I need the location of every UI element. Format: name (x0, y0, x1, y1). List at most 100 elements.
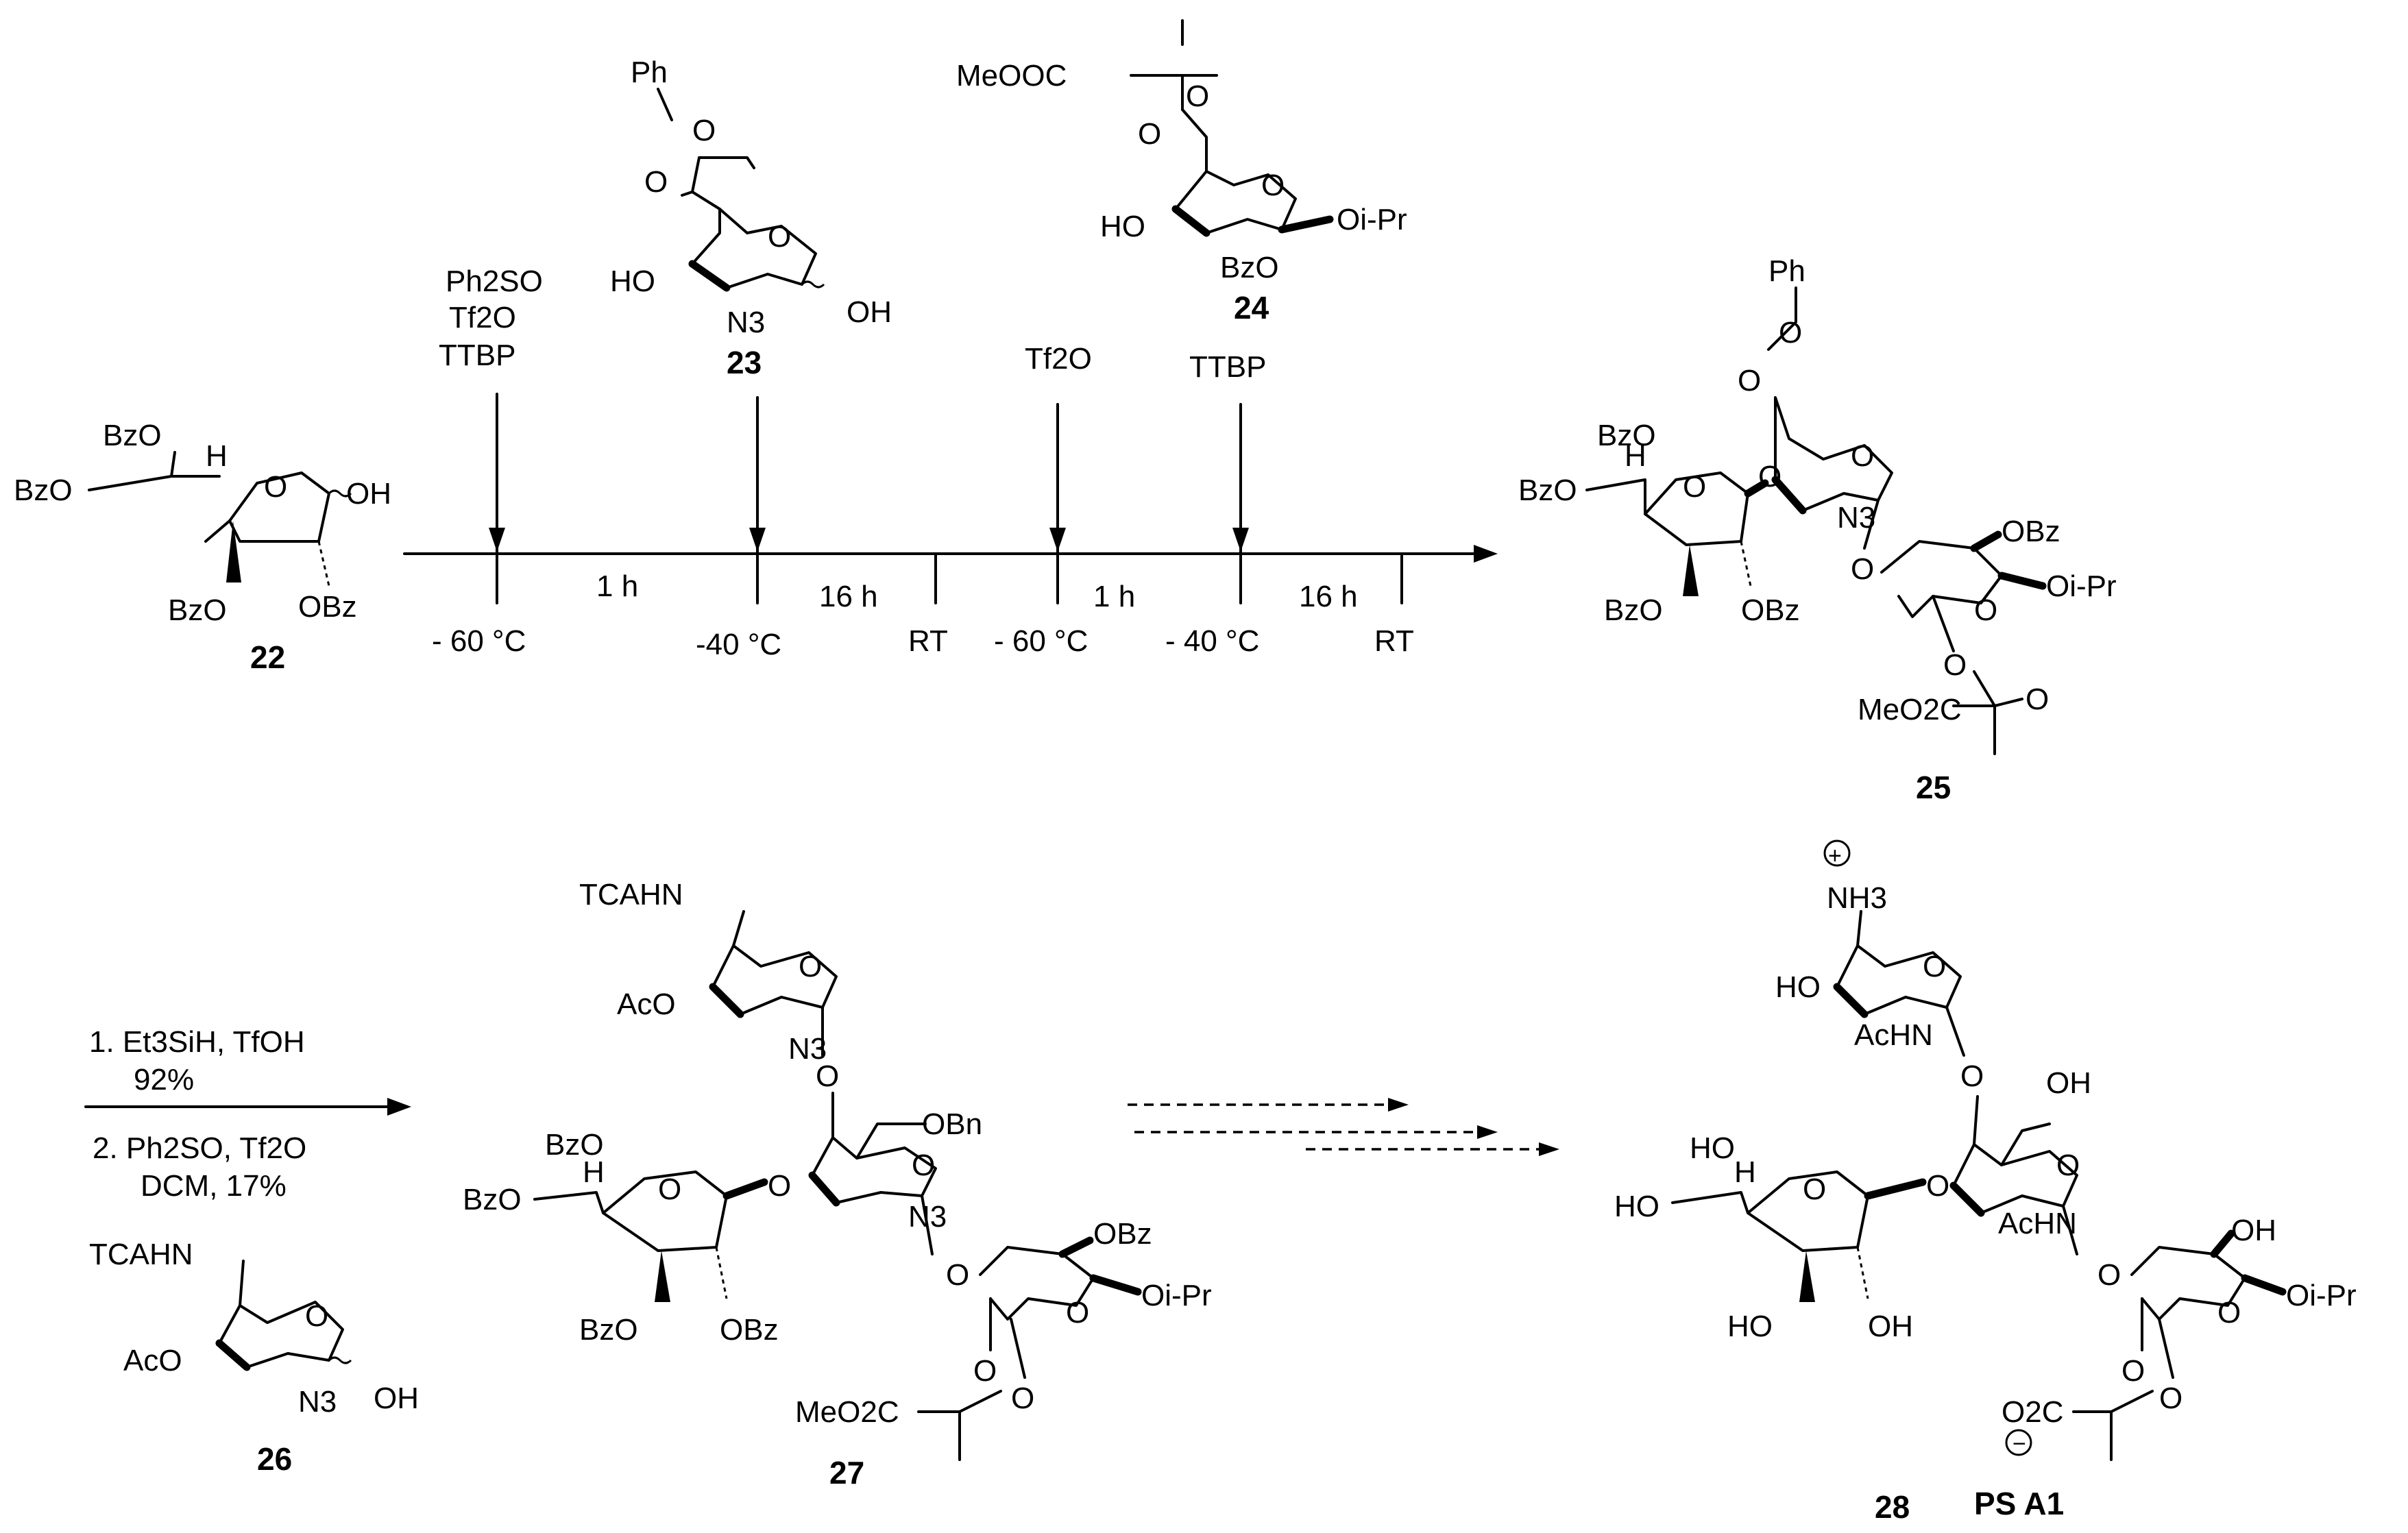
c22-ring-o: O (264, 470, 287, 504)
c22-h: H (206, 439, 228, 473)
c28-h: H (1734, 1155, 1756, 1189)
c28-o-ring-low: O (2217, 1296, 2241, 1329)
c24-o-ring: O (1261, 169, 1285, 202)
c28-nh3: NH3 (1827, 881, 1887, 915)
c28-achn-top: AcHN (1854, 1018, 1933, 1052)
step2-reagents: 2. Ph2SO, Tf2O (93, 1131, 306, 1165)
c24-oipr: Oi-Pr (1337, 203, 1407, 236)
reagent-ttbp-2: TTBP (1189, 350, 1266, 384)
c27-o-acetal-2: O (1011, 1382, 1034, 1415)
reagent-tf2o-1: Tf2O (449, 301, 516, 334)
c22-bzo-bottom: BzO (168, 593, 227, 627)
c27-meo2c: MeO2C (795, 1395, 899, 1429)
c28-o-furan: O (1803, 1173, 1826, 1206)
reagent-ph2so: Ph2SO (446, 265, 543, 298)
step1-reagents: 1. Et3SiH, TfOH (89, 1025, 305, 1059)
c27-oipr: Oi-Pr (1141, 1279, 1212, 1312)
c27-o-ring-mid: O (912, 1149, 935, 1182)
c27-bzo-left: BzO (463, 1183, 522, 1216)
reagent-tf2o-2: Tf2O (1025, 342, 1092, 376)
c26-oh: OH (374, 1382, 419, 1415)
compound-24: MeOOC O O O HO BzO Oi-Pr 24 (956, 19, 1407, 326)
c27-o-link3: O (946, 1258, 969, 1292)
temp-3: RT (908, 624, 948, 658)
duration-3: 1 h (1093, 580, 1135, 613)
reagent-ttbp-1: TTBP (439, 339, 515, 372)
c22-obz-bottom: OBz (298, 590, 357, 624)
c28-o-acetal-2: O (2159, 1382, 2182, 1415)
c28-ho-top-left: HO (1690, 1131, 1735, 1165)
c27-bzo-top: BzO (545, 1128, 604, 1162)
c25-o-link2: O (1851, 552, 1874, 586)
c23-ph: Ph (631, 56, 668, 89)
compound-28: + NH3 O HO AcHN O OH O HO HO H O O AcHN … (1614, 839, 2357, 1525)
compound-25: Ph O O O BzO BzO H O O N3 BzO OBz O OBz … (1518, 254, 2117, 805)
c26-o-ring: O (305, 1299, 328, 1333)
step2-solvent: DCM, 17% (141, 1169, 287, 1203)
duration-1: 1 h (596, 569, 638, 603)
c28-oh-ch2: OH (2046, 1066, 2091, 1100)
timeline: Ph2SO Tf2O TTBP Tf2O TTBP - 60 °C -40 °C… (403, 265, 1498, 661)
c28-oh-right: OH (2231, 1214, 2276, 1247)
c25-o-furan: O (1683, 470, 1706, 504)
c28-ho-left: HO (1614, 1190, 1659, 1223)
c25-o-ring-2: O (1974, 593, 1997, 627)
c24-ho: HO (1100, 210, 1145, 243)
c27-o-link2: O (768, 1169, 791, 1203)
c25-o-ring-top: O (1851, 439, 1874, 473)
c23-oh: OH (847, 295, 892, 329)
c22-bzo-top: BzO (103, 419, 162, 452)
compound-26: TCAHN O AcO N3 OH 26 (89, 1238, 419, 1477)
c26-tcahn: TCAHN (89, 1238, 193, 1271)
c28-o-link1: O (1960, 1059, 1984, 1093)
c23-o-2: O (644, 165, 668, 199)
c28-minus: − (2012, 1431, 2026, 1457)
c27-o-ring-low: O (1066, 1296, 1089, 1329)
duration-2: 16 h (819, 580, 878, 613)
c27-obz-bottom: OBz (720, 1313, 779, 1347)
c22-oh: OH (346, 477, 391, 511)
temp-2: -40 °C (696, 628, 781, 661)
c27-label: 27 (829, 1455, 864, 1491)
c27-obz-right: OBz (1093, 1217, 1152, 1251)
compound-23: Ph O O O HO N3 OH 23 (610, 56, 892, 380)
c25-obz-right: OBz (2002, 515, 2060, 548)
c27-o-acetal-1: O (973, 1354, 997, 1388)
c28-oh-bottom: OH (1868, 1310, 1913, 1343)
c25-oipr: Oi-Pr (2046, 569, 2117, 603)
c27-h: H (583, 1155, 605, 1189)
c26-label: 26 (257, 1441, 292, 1477)
compound-22: BzO BzO H O OH BzO OBz 22 (14, 419, 391, 675)
c23-o-ring: O (768, 220, 791, 254)
c28-o-ring-mid: O (2056, 1149, 2080, 1182)
c25-bzo-left: BzO (1518, 474, 1577, 507)
c27-obn: OBn (922, 1107, 982, 1141)
c27-tcahn: TCAHN (579, 878, 683, 911)
temp-1: - 60 °C (432, 624, 526, 658)
c28-label: 28 (1875, 1489, 1910, 1525)
c23-o-1: O (692, 114, 716, 147)
c28-plus: + (1828, 843, 1842, 869)
temp-5: - 40 °C (1165, 624, 1259, 658)
duration-4: 16 h (1299, 580, 1358, 613)
c25-o-1: O (1779, 316, 1802, 349)
c28-o-acetal-1: O (2121, 1354, 2145, 1388)
c28-o-link2: O (1926, 1169, 1949, 1203)
c28-oipr: Oi-Pr (2286, 1279, 2357, 1312)
c28-ho-bottom: HO (1727, 1310, 1773, 1343)
c27-n3: N3 (788, 1032, 827, 1066)
c25-ph: Ph (1768, 254, 1805, 288)
c25-bzo-top: BzO (1597, 419, 1656, 452)
c24-o-1: O (1186, 79, 1209, 113)
c28-name: PS A1 (1974, 1486, 2064, 1521)
c23-n3: N3 (727, 306, 765, 339)
step1-yield: 92% (134, 1063, 194, 1096)
temp-4: - 60 °C (994, 624, 1088, 658)
c28-o-ring-top: O (1923, 950, 1946, 983)
c27-bzo-bottom: BzO (579, 1313, 638, 1347)
c28-o-link3: O (2097, 1258, 2121, 1292)
multistep-arrows (1128, 1098, 1559, 1156)
c27-o-ring-top: O (799, 950, 822, 983)
c26-n3: N3 (298, 1385, 337, 1419)
